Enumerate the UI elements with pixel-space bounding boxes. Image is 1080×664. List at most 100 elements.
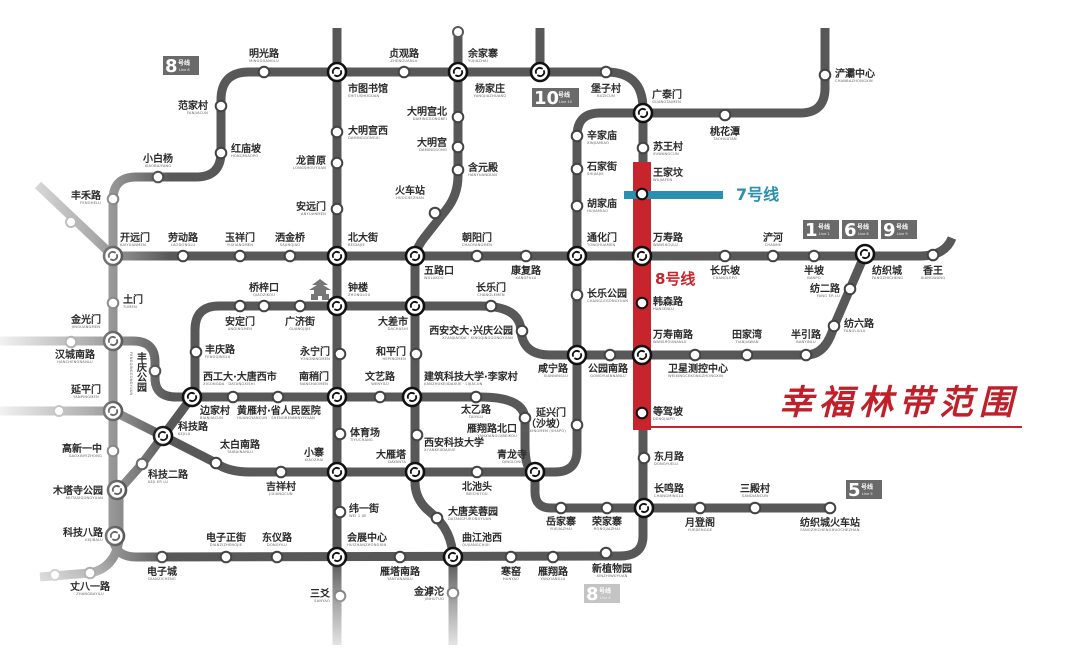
station-marker[interactable] [430, 511, 444, 525]
interchange-station[interactable] [529, 61, 551, 83]
station-marker[interactable] [257, 65, 271, 79]
station-marker[interactable] [484, 299, 498, 313]
station-marker[interactable] [599, 65, 613, 79]
station-marker[interactable] [451, 140, 465, 154]
station-marker[interactable] [233, 299, 247, 313]
station-marker[interactable] [189, 345, 203, 359]
interchange-station[interactable] [404, 461, 426, 483]
interchange-station[interactable] [633, 497, 655, 519]
station-marker[interactable] [635, 296, 649, 310]
station-marker[interactable] [214, 99, 228, 113]
station-marker[interactable] [515, 324, 529, 338]
interchange-station[interactable] [181, 386, 203, 408]
interchange-station[interactable] [326, 245, 348, 267]
station-marker[interactable] [519, 249, 533, 263]
station-marker[interactable] [599, 546, 613, 560]
station-marker[interactable] [106, 296, 120, 310]
interchange-station[interactable] [566, 344, 588, 366]
interchange-station[interactable] [566, 245, 588, 267]
interchange-station[interactable] [102, 400, 124, 422]
station-marker[interactable] [504, 550, 518, 564]
station-marker[interactable] [226, 390, 240, 404]
station-marker[interactable] [637, 451, 651, 465]
interchange-station[interactable] [404, 295, 426, 317]
station-marker[interactable] [373, 390, 387, 404]
station-marker[interactable] [570, 418, 584, 432]
station-marker[interactable] [470, 249, 484, 263]
interchange-station[interactable] [102, 245, 124, 267]
interchange-station[interactable] [404, 245, 426, 267]
station-marker[interactable] [271, 390, 285, 404]
interchange-station[interactable] [442, 546, 464, 568]
interchange-station[interactable] [106, 479, 128, 501]
station-marker[interactable] [636, 141, 650, 155]
station-marker[interactable] [151, 170, 165, 184]
station-marker[interactable] [570, 288, 584, 302]
station-marker[interactable] [333, 427, 347, 441]
station-marker[interactable] [106, 192, 120, 206]
station-marker[interactable] [409, 347, 423, 361]
station-marker[interactable] [148, 364, 162, 378]
station-marker[interactable] [270, 550, 284, 564]
interchange-station[interactable] [104, 525, 126, 547]
station-marker[interactable] [635, 187, 649, 201]
station-marker[interactable] [570, 162, 584, 176]
station-marker[interactable] [330, 125, 344, 139]
station-marker[interactable] [155, 550, 169, 564]
interchange-station[interactable] [401, 386, 423, 408]
station-marker[interactable] [209, 456, 223, 470]
station-marker[interactable] [748, 501, 762, 515]
station-marker[interactable] [843, 282, 857, 296]
station-marker[interactable] [546, 550, 560, 564]
interchange-station[interactable] [326, 295, 348, 317]
station-marker[interactable] [219, 550, 233, 564]
station-marker[interactable] [799, 348, 813, 362]
interchange-station[interactable] [447, 61, 469, 83]
station-marker[interactable] [233, 249, 247, 263]
station-marker[interactable] [823, 501, 837, 515]
station-marker[interactable] [451, 110, 465, 124]
interchange-station[interactable] [524, 461, 546, 483]
station-marker[interactable] [83, 566, 97, 580]
station-marker[interactable] [518, 411, 532, 425]
station-marker[interactable] [635, 406, 649, 420]
station-marker[interactable] [135, 457, 149, 471]
interchange-station[interactable] [326, 386, 348, 408]
station-marker[interactable] [688, 348, 702, 362]
station-marker[interactable] [333, 505, 347, 519]
station-marker[interactable] [333, 589, 347, 603]
station-marker[interactable] [470, 465, 484, 479]
station-marker[interactable] [827, 319, 841, 333]
station-marker[interactable] [257, 299, 271, 313]
station-marker[interactable] [330, 156, 344, 170]
interchange-station[interactable] [102, 330, 124, 352]
station-marker[interactable] [428, 206, 442, 220]
station-marker[interactable] [176, 249, 190, 263]
station-marker[interactable] [106, 444, 120, 458]
interchange-station[interactable] [152, 425, 174, 447]
station-marker[interactable] [283, 249, 297, 263]
station-marker[interactable] [451, 163, 465, 177]
interchange-station[interactable] [631, 245, 653, 267]
interchange-station[interactable] [632, 102, 654, 124]
station-marker[interactable] [718, 108, 732, 122]
interchange-station[interactable] [854, 243, 876, 265]
station-marker[interactable] [570, 129, 584, 143]
station-marker[interactable] [818, 68, 832, 82]
interchange-station[interactable] [631, 344, 653, 366]
station-marker[interactable] [333, 347, 347, 361]
station-marker[interactable] [693, 501, 707, 515]
station-marker[interactable] [603, 348, 617, 362]
station-marker[interactable] [330, 202, 344, 216]
interchange-station[interactable] [326, 461, 348, 483]
station-marker[interactable] [570, 199, 584, 213]
station-marker[interactable] [293, 299, 307, 313]
station-marker[interactable] [469, 390, 483, 404]
interchange-station[interactable] [326, 61, 348, 83]
station-marker[interactable] [554, 501, 568, 515]
station-marker[interactable] [410, 428, 424, 442]
station-marker[interactable] [274, 465, 288, 479]
station-marker[interactable] [397, 65, 411, 79]
station-marker[interactable] [740, 348, 754, 362]
station-marker[interactable] [766, 249, 780, 263]
